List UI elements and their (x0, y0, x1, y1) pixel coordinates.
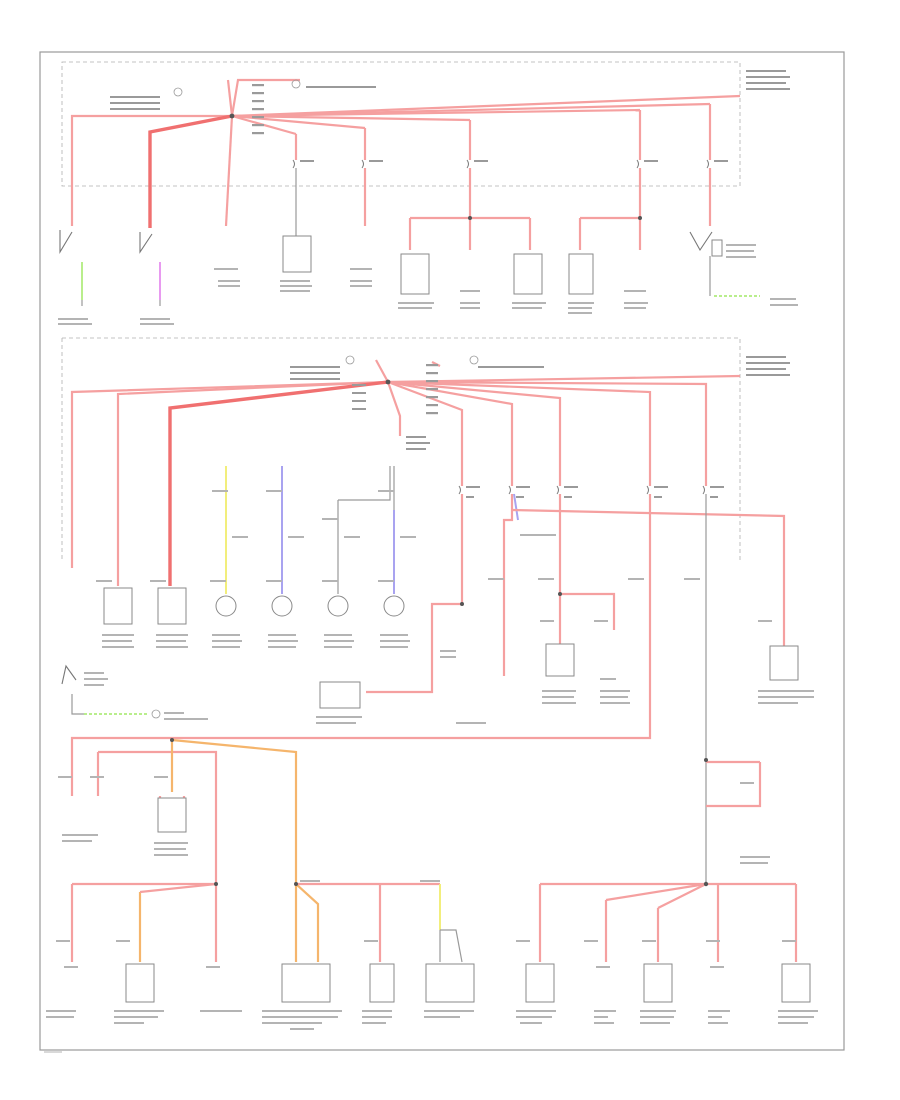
splice-node (703, 881, 709, 887)
component-box (545, 643, 575, 677)
component-box (281, 963, 331, 1003)
middle-connector-marks (290, 356, 790, 450)
splice-node (704, 758, 708, 762)
splice-node (229, 113, 235, 119)
component-box (282, 235, 312, 273)
splice-node (468, 216, 472, 220)
splice-node (385, 379, 391, 385)
middle-fuse-symbols (458, 485, 705, 495)
component-box (319, 681, 361, 709)
upper-fuse-box-outline (61, 61, 741, 187)
component-box (513, 253, 543, 295)
splice-node (638, 216, 642, 220)
splice-node (170, 738, 174, 742)
component-box (781, 963, 811, 1003)
upper-left-switch-1 (59, 230, 83, 306)
upper-fuse-drops (295, 168, 712, 250)
splice-node (558, 592, 562, 596)
component-box (425, 963, 475, 1003)
middle-component-labels (96, 490, 814, 724)
component-box (369, 963, 395, 1003)
connector-ref-icon (469, 355, 479, 365)
middle-fuse-drops (70, 493, 786, 884)
upper-section (58, 61, 798, 325)
lower-fuse-box-outline (62, 337, 741, 560)
component-box (400, 253, 430, 295)
component-box (157, 587, 187, 625)
connector-ref-icon (291, 79, 301, 89)
upper-feed-wires (70, 78, 741, 228)
component-box (157, 797, 187, 833)
upper-connector-marks (110, 70, 790, 162)
connector-ref-icon (345, 355, 355, 365)
splice-node (294, 882, 298, 886)
lamp-bulb (215, 595, 237, 617)
upper-left-switch-2 (139, 232, 161, 306)
middle-section (61, 337, 814, 884)
middle-components (103, 587, 799, 709)
lower-section (46, 738, 818, 1030)
component-box (525, 963, 555, 1003)
component-box (125, 963, 155, 1003)
middle-feed-wires (70, 359, 741, 586)
bottom-components (125, 963, 811, 1003)
component-box (769, 645, 799, 681)
lamp-bulb (383, 595, 405, 617)
splice-node (460, 602, 464, 606)
upper-component-labels (58, 244, 798, 325)
upper-components (282, 235, 594, 295)
middle-left-switch (61, 664, 161, 719)
bottom-component-labels (46, 776, 818, 1030)
upper-fuse-symbols (292, 159, 709, 169)
middle-left-switch-labels (84, 672, 208, 720)
component-box (103, 587, 133, 625)
upper-right-relay-switch (689, 231, 760, 297)
bottom-right-distribution (538, 882, 798, 962)
bottom-left-distribution (70, 882, 463, 963)
outer-frame (39, 51, 845, 1051)
component-box (568, 253, 594, 295)
splice-node (214, 882, 218, 886)
lamp-feed-wires (225, 466, 395, 594)
lamp-bulb (327, 595, 349, 617)
lamp-bulb (271, 595, 293, 617)
connector-ref-icon (173, 87, 183, 97)
component-box (643, 963, 673, 1003)
middle-fuse-labels (466, 486, 724, 498)
